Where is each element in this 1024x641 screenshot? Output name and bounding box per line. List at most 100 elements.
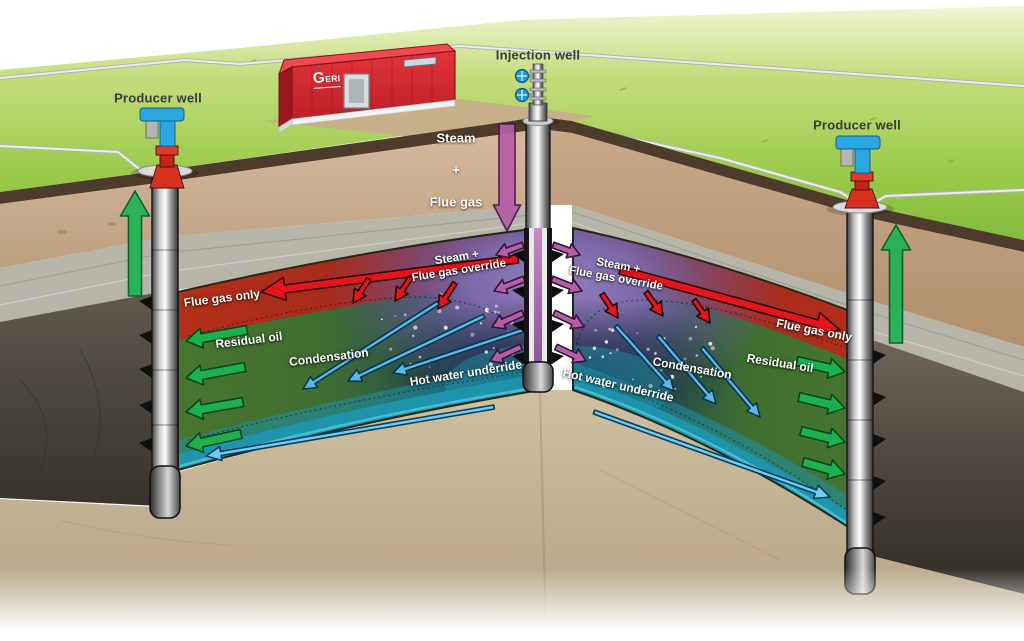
condensate-droplet <box>609 352 612 355</box>
condensate-droplet <box>492 347 495 349</box>
flue-gas-arrow-left-1 <box>352 276 372 304</box>
bottom-fade <box>0 568 1024 641</box>
flue-gas-arrow-right-2 <box>643 289 664 317</box>
condensate-droplet <box>646 347 650 351</box>
valve-wheel-icon <box>514 87 530 103</box>
condensate-droplet <box>394 314 396 317</box>
condensate-droplet <box>488 362 493 367</box>
pump-cylinder-right <box>840 147 854 167</box>
oil-flow-arrow-left-4 <box>185 428 243 454</box>
condensate-droplet <box>703 368 706 371</box>
flue-gas-arrow-right-3 <box>691 297 711 324</box>
condensate-arrow-right-3 <box>699 345 761 418</box>
condensate-droplet <box>418 355 422 359</box>
flue-gas-flow-left <box>260 254 520 302</box>
hot-water-flow-left <box>205 404 496 462</box>
building-vent <box>403 56 437 68</box>
condensate-droplet <box>688 336 693 341</box>
injection-wellhead <box>514 63 548 122</box>
condensate-droplet <box>381 318 383 321</box>
flue-gas-arrow-left-2 <box>394 274 414 302</box>
injection-well <box>512 63 564 393</box>
injection-well-casing-lower <box>524 228 552 364</box>
condensate-droplet <box>403 313 407 317</box>
condensate-droplet <box>601 384 606 389</box>
building-side <box>278 66 293 128</box>
condensate-droplet <box>413 325 418 330</box>
injection-flow-arrow <box>492 123 522 232</box>
injection-packers <box>512 250 564 364</box>
condensate-droplet <box>654 352 657 355</box>
condensate-droplet <box>708 341 713 346</box>
condensate-droplet <box>497 311 500 314</box>
production-flow-arrow-right <box>880 224 912 344</box>
condensate-droplet <box>479 322 482 325</box>
condensate-droplet <box>636 332 639 335</box>
steam-override-arrow-right-2 <box>550 275 583 295</box>
condensate-droplet <box>695 354 699 357</box>
equipment-building <box>278 43 457 134</box>
steam-override-arrow-left-1 <box>495 241 525 259</box>
steam-override-arrow-left-3 <box>491 309 525 330</box>
rock-right <box>872 340 1024 594</box>
condensate-droplet <box>615 348 619 352</box>
flue-gas-arrow-right-1 <box>599 291 619 319</box>
condensate-droplet <box>660 368 663 372</box>
condensate-droplet <box>683 357 687 361</box>
condensate-arrow-left-2 <box>347 313 486 383</box>
condensate-droplet <box>443 325 448 330</box>
valve-wheel-icon <box>514 68 530 84</box>
condensate-droplet <box>632 378 634 381</box>
oil-flow-arrow-right-1 <box>795 355 846 379</box>
condensate-arrow-right-1 <box>613 323 675 392</box>
condensate-arrow-right-2 <box>655 333 717 405</box>
producer-well-left-shoe <box>149 465 181 519</box>
oil-flow-arrow-left-3 <box>185 396 245 420</box>
steam-override-arrow-left-2 <box>493 275 526 295</box>
producer-well-left <box>131 107 199 519</box>
steam-override-arrow-right-3 <box>551 309 585 330</box>
shale-left <box>0 292 160 506</box>
oil-flow-arrow-left-2 <box>185 361 247 386</box>
flue-gas-arrow-left-3 <box>437 280 458 310</box>
steam-override-arrow-right-4 <box>553 343 587 364</box>
condensate-droplet <box>470 332 475 337</box>
oil-flow-arrow-right-2 <box>797 391 846 415</box>
pump-head-right <box>835 135 881 150</box>
condensate-droplet <box>389 347 393 351</box>
packer-spikes-right <box>873 350 886 526</box>
condensate-droplet <box>594 328 597 332</box>
pipelines <box>0 44 1024 206</box>
condensate-droplet <box>437 309 442 313</box>
steam-override-arrow-right-1 <box>551 241 581 259</box>
condensate-droplet <box>694 325 698 328</box>
condensate-droplet <box>455 305 460 310</box>
condensate-droplet <box>608 327 611 331</box>
condensate-arrow-left-1 <box>302 300 440 390</box>
flow-arrows <box>119 123 912 500</box>
producer-well-right-casing <box>846 205 874 553</box>
condensate-droplet <box>610 328 615 333</box>
production-flow-arrow-left <box>119 190 151 297</box>
producer-wellhead-left <box>139 107 185 189</box>
injection-tubing-core <box>534 228 542 364</box>
producer-wellhead-right <box>835 135 881 209</box>
condensate-droplet <box>409 362 412 365</box>
condensate-droplet <box>601 355 605 359</box>
injection-well-shoe <box>522 361 554 393</box>
condensate-droplet <box>493 310 497 314</box>
hot-water-zone-right <box>573 376 868 540</box>
oil-flow-arrow-right-4 <box>801 456 846 480</box>
pump-cylinder-left <box>145 119 159 139</box>
condensate-droplet <box>494 304 498 308</box>
injection-well-casing-upper <box>525 121 551 233</box>
condensate-droplet <box>648 383 653 389</box>
oil-flow-arrow-right-3 <box>799 425 846 449</box>
condensate-droplet <box>412 334 415 337</box>
condensate-droplet <box>428 366 431 368</box>
condensate-arrow-left-3 <box>392 327 525 376</box>
packer-spikes-left <box>139 296 152 452</box>
geri-logo: GERI <box>312 68 342 89</box>
